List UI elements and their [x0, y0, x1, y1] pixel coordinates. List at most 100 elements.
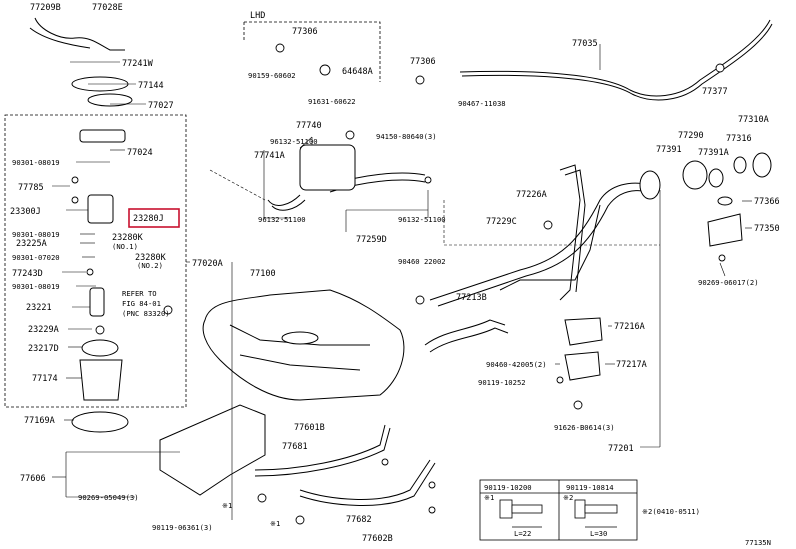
label-77601b: 77601B — [294, 423, 325, 433]
label-64648a: 64648A — [342, 67, 373, 77]
label-77216a: 77216A — [614, 322, 645, 332]
label-90460-42005: 90460-42005(2) — [486, 360, 547, 369]
label-90301-08019-a: 90301-08019 — [12, 158, 60, 167]
frames — [4, 21, 638, 541]
fuel-tank — [202, 289, 405, 401]
label-77028e: 77028E — [92, 3, 123, 13]
wire-harness-2 — [29, 27, 91, 49]
breather-pipe-2 — [564, 169, 586, 293]
vent-pipe — [499, 204, 601, 291]
ring-77027 — [87, 93, 133, 107]
bolt-table-mark-1: ※1 — [484, 493, 494, 502]
bolt-table-frame — [479, 479, 638, 541]
sender-77174 — [79, 359, 123, 401]
label-77024: 77024 — [127, 148, 153, 158]
lhd-dashed-link — [209, 169, 660, 246]
label-90460-22002: 90460 22002 — [398, 257, 446, 266]
label-77391: 77391 — [656, 145, 682, 155]
pipes — [29, 17, 773, 506]
label-90119-06361: 90119-06361(3) — [152, 523, 213, 532]
label-77785: 77785 — [18, 183, 44, 193]
tank-protector — [159, 404, 266, 496]
label-77259d: 77259D — [356, 235, 387, 245]
strap-77601b-b — [254, 427, 391, 477]
label-77229c: 77229C — [486, 217, 517, 227]
label-77144: 77144 — [138, 81, 164, 91]
ring-77316 — [733, 156, 747, 174]
canister-77740 — [299, 144, 356, 191]
tank-opening — [281, 331, 319, 345]
label-77201: 77201 — [608, 444, 634, 454]
label-77602b: 77602B — [362, 534, 393, 544]
label-77100: 77100 — [250, 269, 276, 279]
bracket-77217a — [564, 351, 601, 381]
label-77306-b: 77306 — [410, 57, 436, 67]
label-pnc: (PNC 83320) — [122, 309, 170, 318]
label-77682: 77682 — [346, 515, 372, 525]
label-77366: 77366 — [754, 197, 780, 207]
strap-77602b — [299, 459, 431, 500]
label-90301-08019-b: 90301-08019 — [12, 230, 60, 239]
label-23229a: 23229A — [28, 325, 59, 335]
label-77681: 77681 — [282, 442, 308, 452]
label-77740: 77740 — [296, 121, 322, 131]
label-90467-11038: 90467-11038 — [458, 99, 506, 108]
evap-line-77035-b — [461, 23, 773, 101]
gasket-77169a — [71, 411, 129, 433]
label-77350: 77350 — [754, 224, 780, 234]
label-77027: 77027 — [148, 101, 174, 111]
label-77606: 77606 — [20, 474, 46, 484]
label-91631-60622: 91631-60622 — [308, 97, 356, 106]
label-94150-80640: 94150-80640(3) — [376, 132, 437, 141]
label-mark1-b: ※1 — [270, 519, 280, 528]
bolt-table-dim-2: L=30 — [590, 529, 607, 538]
lhd-bracket — [243, 21, 381, 82]
label-77226a: 77226A — [516, 190, 547, 200]
label-77741a: 77741A — [254, 151, 285, 161]
label-mark1-a: ※1 — [222, 501, 232, 510]
label-77174: 77174 — [32, 374, 58, 384]
label-lhd: LHD — [250, 11, 265, 21]
lid-77350 — [707, 213, 743, 247]
hose-77213b-b — [429, 327, 509, 353]
highlight-box-23280j — [128, 208, 180, 228]
hose-77741a-b — [271, 199, 306, 211]
label-77316: 77316 — [726, 134, 752, 144]
label-23217d: 23217D — [28, 344, 59, 354]
label-no1: (NO.1) — [112, 242, 138, 251]
cap-77310a — [752, 152, 772, 178]
label-77377: 77377 — [702, 87, 728, 97]
label-fig: FIG 84-01 — [122, 299, 161, 308]
label-23280j: 23280J — [133, 214, 164, 224]
label-77310a: 77310A — [738, 115, 769, 125]
bolt-table-part-2: 90119-10814 — [566, 483, 614, 492]
label-77020a: 77020A — [192, 259, 223, 269]
leader-lines — [52, 44, 752, 520]
pump-assembly-frame — [4, 114, 187, 408]
label-23221: 23221 — [26, 303, 52, 313]
label-diagram-code: 77135N — [745, 538, 771, 547]
label-90301-08019-c: 90301-08019 — [12, 282, 60, 291]
label-23280k-1: 23280K — [112, 233, 144, 243]
label-77035: 77035 — [572, 39, 598, 49]
gasket-77391a — [708, 168, 724, 188]
bolt-table-mark-2: ※2 — [563, 493, 573, 502]
filler-pipe — [429, 182, 651, 301]
tank-ridge-2 — [239, 354, 361, 371]
label-96132-51100-b: 96132-51100 — [258, 215, 306, 224]
part-labels: 77209B 77028E 77241W 77144 77027 77024 9… — [10, 3, 780, 547]
label-23280k-2: 23280K — [135, 253, 167, 263]
label-90119-10252: 90119-10252 — [478, 378, 526, 387]
cup-23217d — [81, 339, 119, 357]
spring-77366 — [717, 196, 733, 206]
label-77306-a: 77306 — [292, 27, 318, 37]
label-77290: 77290 — [678, 131, 704, 141]
evap-line-77035 — [459, 19, 771, 97]
label-77169a: 77169A — [24, 416, 55, 426]
cap-77290 — [682, 160, 708, 190]
label-77241w: 77241W — [122, 59, 154, 69]
hose-77213b — [424, 319, 506, 346]
label-23300j: 23300J — [10, 207, 41, 217]
label-96132-51100-a: 96132-51100 — [270, 137, 318, 146]
